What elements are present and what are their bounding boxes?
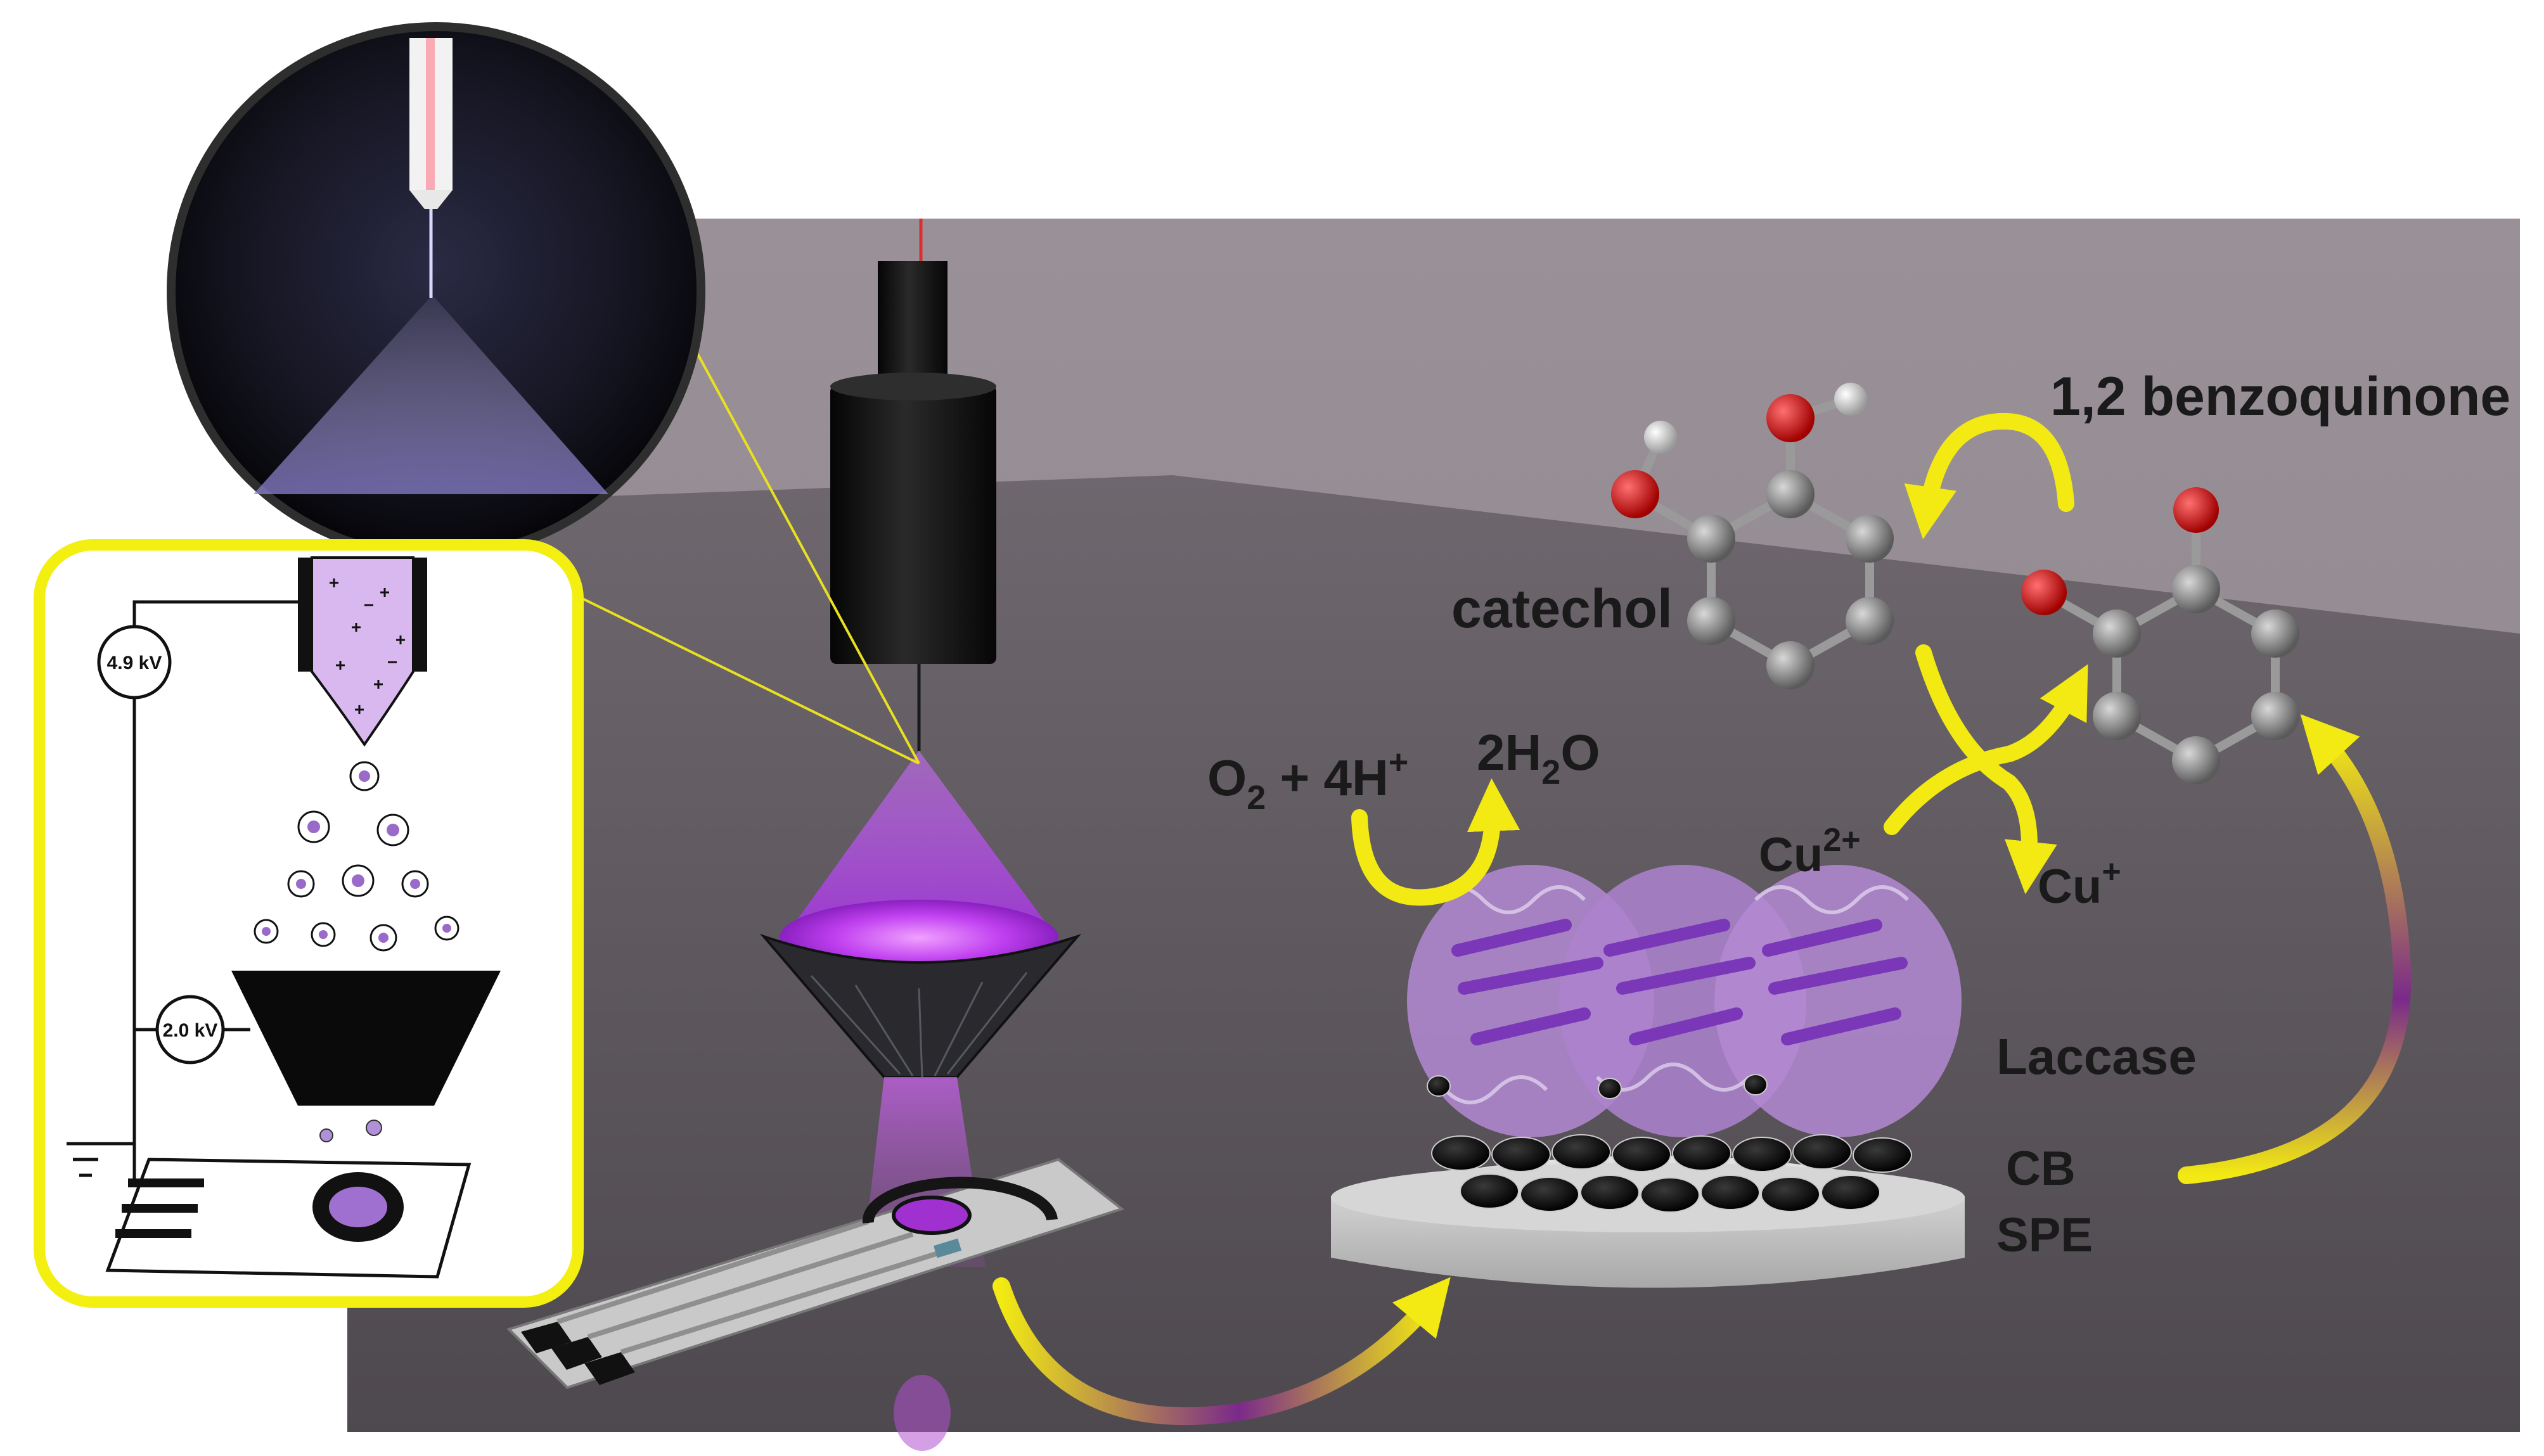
electrospray-schematic: 4.9 kV 2.0 kV [34,539,584,1308]
reaction-arrows [993,412,2412,1426]
label-oxygen-reaction: O2 + 4H+ [1207,743,1408,817]
beam-reflection [894,1375,951,1451]
schematic-deposit [329,1187,387,1227]
electrode-track-1 [556,1219,870,1324]
electrospray-column [759,219,1082,1451]
electrode-contact-3 [584,1352,635,1385]
label-cb: CB [2006,1142,2076,1196]
reference-electrode [933,1238,962,1258]
label-catechol: catechol [1451,578,1673,639]
arrow-electrode-to-sensor [993,1277,1451,1426]
schematic-capillary-left-wall [298,558,312,672]
label-cu2: Cu2+ [1759,822,1861,882]
schematic-ions [330,578,405,714]
nozzle-body-top [830,373,996,400]
electrode-track-3 [620,1251,939,1355]
catechol-molecule [1611,383,1894,689]
arrow-redox-cycle [1904,412,2074,540]
nozzle-upper [878,261,948,394]
working-electrode-spot [892,1196,972,1235]
benzoquinone-molecule [2021,487,2299,784]
zoom-line-1 [683,329,920,764]
arrow-oxygen-reduction [1351,778,1520,906]
electrode-contact-1 [521,1322,572,1353]
electrode-contact-2 [551,1337,602,1370]
laccase-enzymes [1407,865,1962,1137]
laccase-coils [1430,885,1910,1104]
schematic-capillary-right-wall [413,558,427,672]
arrow-copper-to-product [1884,664,2088,835]
photo-tip [409,190,453,209]
label-benzoquinone: 1,2 benzoquinone [2050,366,2510,427]
biosensor-assembly [1331,865,1965,1288]
droplet-protein-cores [262,770,451,943]
voltage-source-bottom [155,995,225,1064]
schematic-transmitted-ions [319,1120,382,1142]
label-cu1: Cu+ [2038,853,2121,914]
screen-printed-electrode [506,1158,1125,1389]
catechol-oxygen-atoms [1611,394,1815,518]
benzoquinone-oxygen-atoms [2021,487,2219,615]
schematic-contact-2 [122,1204,198,1213]
schematic-liquid [311,556,414,747]
voltage-top-label: 4.9 kV [107,653,162,674]
collector-facets [810,972,1028,1078]
carbon-black-particles [1427,1074,1912,1213]
labels: 1,2 benzoquinone catechol O2 + 4H+ 2H2O … [1207,366,2510,1262]
schematic-electrode [105,1158,472,1279]
label-water: 2H2O [1477,724,1600,791]
voltage-bottom-label: 2.0 kV [163,1020,218,1041]
schematic-contact-3 [115,1229,191,1238]
photo-spray-plume [254,298,608,494]
arrow-catechol-to-copper [1915,644,2057,895]
nozzle-body [830,385,996,664]
arrow-spe-to-product [2178,714,2412,1184]
laccase-enzyme-3 [1714,865,1962,1137]
schematic-frame [34,539,584,1308]
voltage-source-top [97,625,172,699]
schematic-collector [231,971,501,1106]
photo-capillary-glint [426,38,435,190]
catechol-carbon-atoms [1687,470,1894,689]
label-laccase: Laccase [1996,1028,2197,1085]
electrode-track-2 [587,1232,914,1339]
ground-symbol [67,1142,105,1177]
counter-electrode-arc [862,1177,1058,1223]
label-spe: SPE [1996,1208,2093,1262]
laccase-beta-strands [1451,919,1908,1045]
benzoquinone-carbon-atoms [2093,565,2299,784]
schematic-contact-1 [128,1178,204,1187]
catechol-hydrogen-atoms [1644,383,1867,454]
